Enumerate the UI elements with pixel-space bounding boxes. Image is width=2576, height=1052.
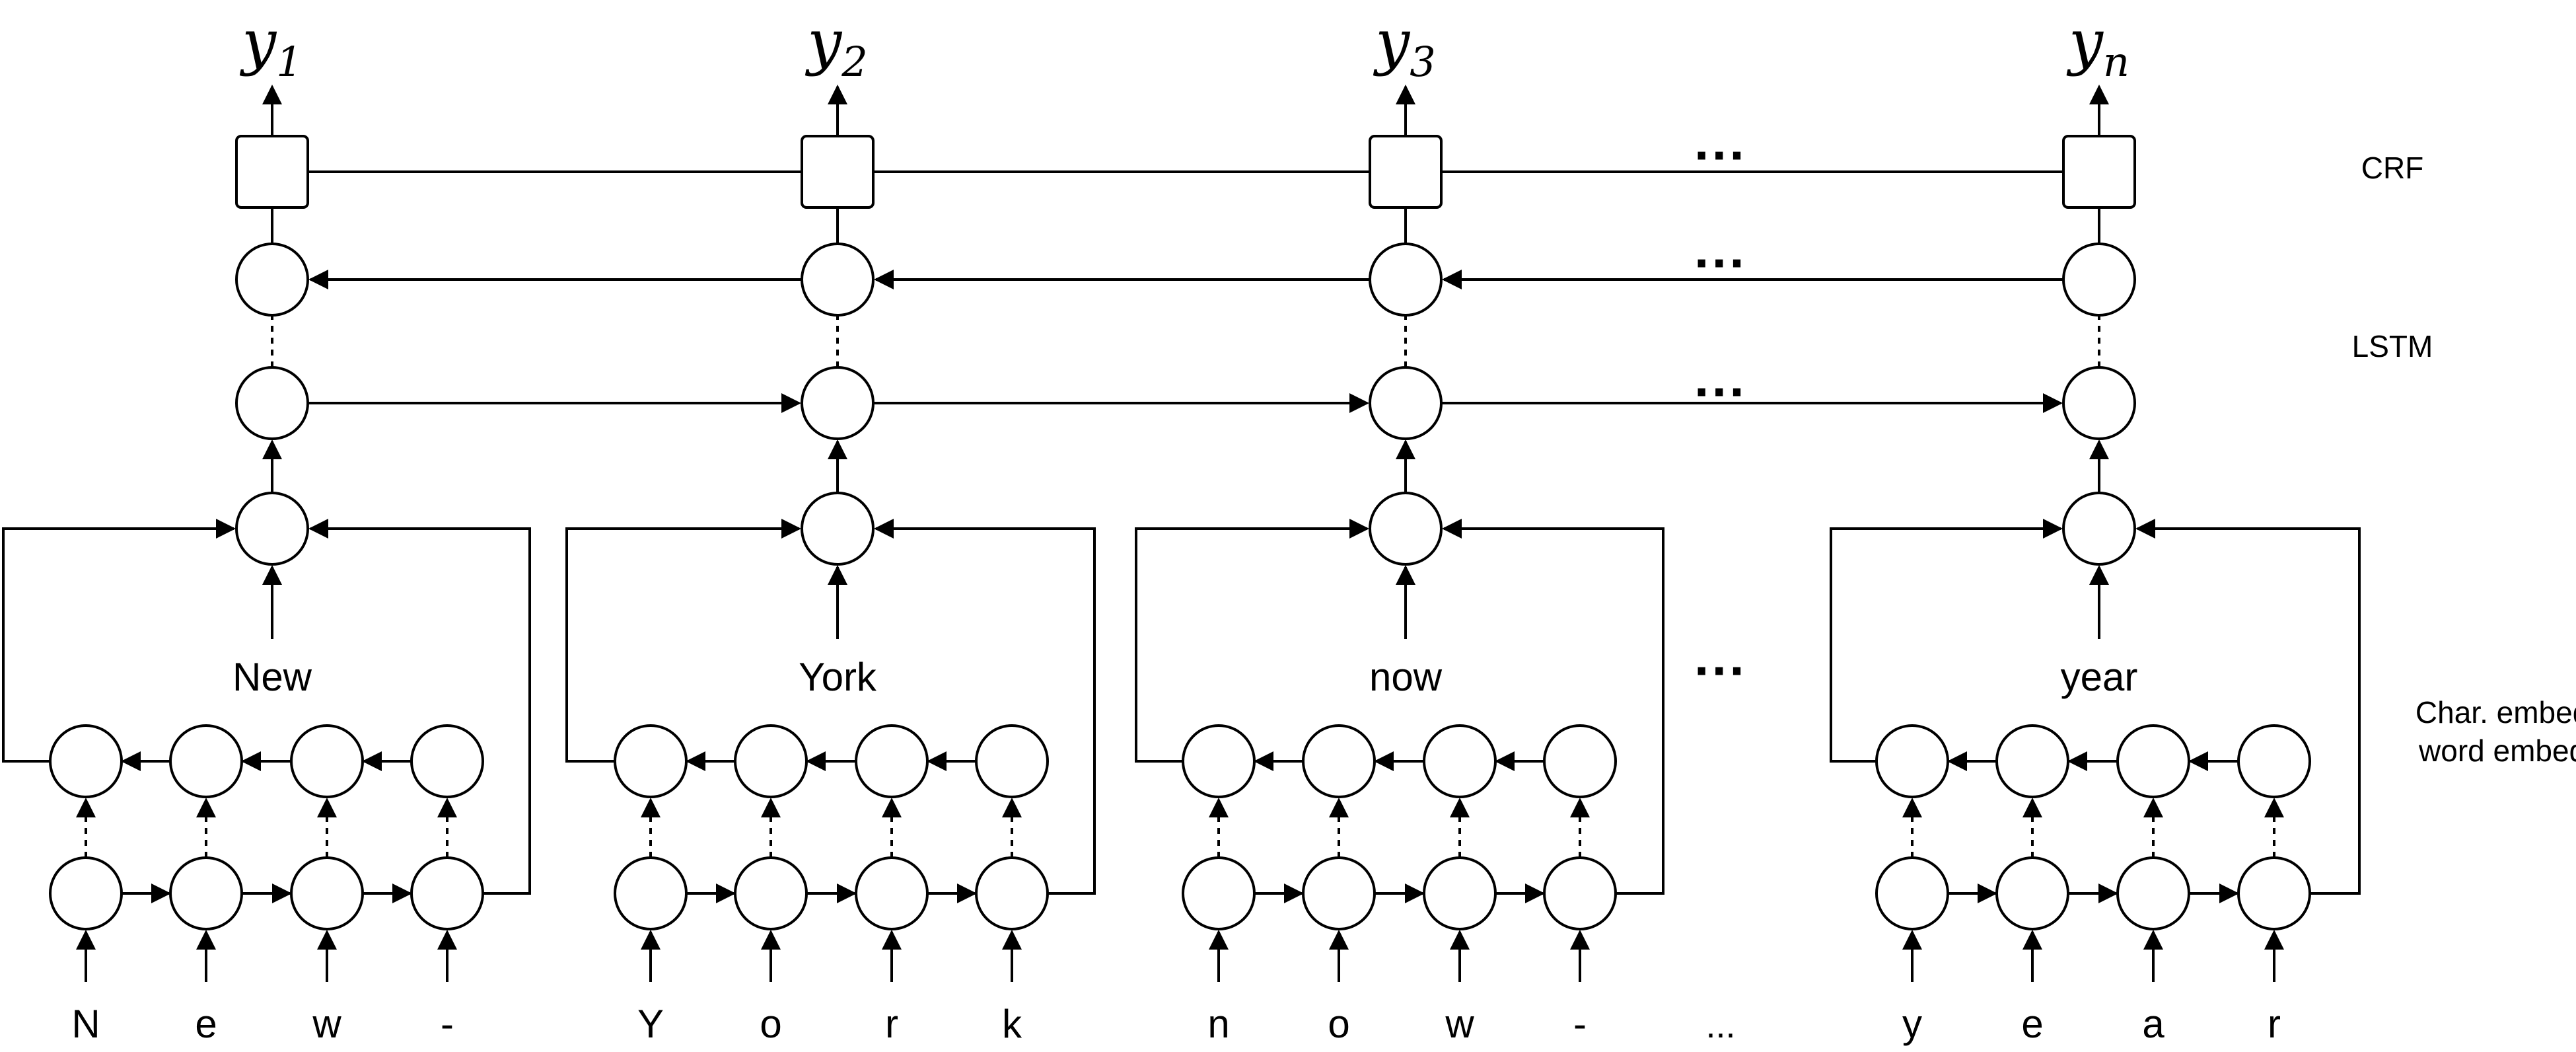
word-embedding-node [1369,492,1443,566]
char-backward-node [1302,724,1376,798]
char-backward-node [1182,724,1256,798]
layer-label-char-embed: Char. embed. [2415,695,2576,730]
output-label: y2 [805,7,867,86]
char-backward-node [1995,724,2069,798]
char-backward-to-embed-arrow [1830,519,2063,763]
char-backward-node [855,724,929,798]
lstm-backward-node [801,243,875,317]
output-label: y1 [239,7,302,86]
char-backward-to-embed-arrow [1135,519,1369,763]
lstm-backward-node [1369,243,1443,317]
char-forward-node [49,856,123,930]
lstm-forward-node [1369,366,1443,440]
layer-label-crf: CRF [2361,151,2424,185]
char-forward-node [2237,856,2311,930]
layer-label-word-embed: word embed. [2418,733,2576,768]
char-forward-node [1182,856,1256,930]
char-forward-node [855,856,929,930]
char-label: k [1002,1002,1022,1046]
word-label: New [233,655,312,699]
output-label-sub: 1 [276,38,302,86]
output-label: y3 [1373,7,1435,86]
char-forward-node [1423,856,1497,930]
crf-node [235,135,309,209]
output-label-sub: 2 [841,38,867,86]
char-backward-node [49,724,123,798]
char-backward-node [2116,724,2190,798]
output-label-base: y [2066,7,2104,77]
char-backward-to-embed-arrow [565,519,801,763]
word-label: now [1369,655,1443,699]
char-backward-node [1875,724,1949,798]
char-label: y [1902,1002,1922,1046]
layer-label-lstm: LSTM [2352,329,2433,363]
char-label: w [312,1002,341,1046]
char-backward-node [290,724,364,798]
char-backward-node [2237,724,2311,798]
word-embedding-node [801,492,875,566]
lstm-forward-node [235,366,309,440]
word-embedding-node [235,492,309,566]
ellipsis-crf: ··· [1694,126,1747,184]
crf-node [2062,135,2136,209]
char-backward-node [410,724,484,798]
char-forward-to-embed-arrow [874,519,1096,895]
char-label: r [2268,1002,2281,1046]
char-backward-to-embed-arrow [2,519,236,763]
char-label: o [760,1002,781,1046]
char-forward-to-embed-arrow [308,519,531,895]
char-label: a [2142,1002,2165,1046]
crf-node [1369,135,1443,209]
char-label: r [885,1002,898,1046]
lstm-backward-node [235,243,309,317]
ellipsis-word: ··· [1694,641,1747,700]
char-backward-node [614,724,688,798]
output-label-sub: n [2103,38,2129,86]
word-embedding-node [2062,492,2136,566]
output-label-base: y [239,7,277,77]
word-label: York [799,655,877,699]
char-backward-node [1543,724,1617,798]
char-forward-node [290,856,364,930]
output-label: yn [2066,7,2129,86]
lstm-forward-node [2062,366,2136,440]
char-forward-node [2116,856,2190,930]
crf-node [801,135,875,209]
char-forward-node [975,856,1049,930]
output-label-base: y [805,7,842,77]
output-label-base: y [1373,7,1410,77]
char-label: N [71,1002,100,1046]
char-backward-node [169,724,243,798]
char-forward-node [1302,856,1376,930]
char-forward-node [734,856,808,930]
lstm-forward-node [801,366,875,440]
char-label: e [195,1002,217,1046]
char-label: - [441,1002,454,1046]
char-label: o [1328,1002,1349,1046]
char-forward-node [1875,856,1949,930]
char-forward-node [614,856,688,930]
ellipsis-char: ... [1705,1006,1735,1045]
word-label: year [2061,655,2138,699]
char-forward-to-embed-arrow [1442,519,1664,895]
char-forward-node [410,856,484,930]
char-backward-node [1423,724,1497,798]
char-backward-node [975,724,1049,798]
char-label: n [1207,1002,1229,1046]
ellipsis-lstm-forward: ··· [1694,362,1747,421]
lstm-backward-node [2062,243,2136,317]
output-label-sub: 3 [1410,38,1435,86]
char-forward-node [1543,856,1617,930]
ellipsis-lstm-backward: ··· [1694,233,1747,292]
char-forward-node [1995,856,2069,930]
char-label: - [1573,1002,1587,1046]
char-label: e [2021,1002,2043,1046]
char-forward-to-embed-arrow [2135,519,2361,895]
char-forward-node [169,856,243,930]
char-label: Y [637,1002,664,1046]
char-backward-node [734,724,808,798]
char-label: w [1445,1002,1474,1046]
